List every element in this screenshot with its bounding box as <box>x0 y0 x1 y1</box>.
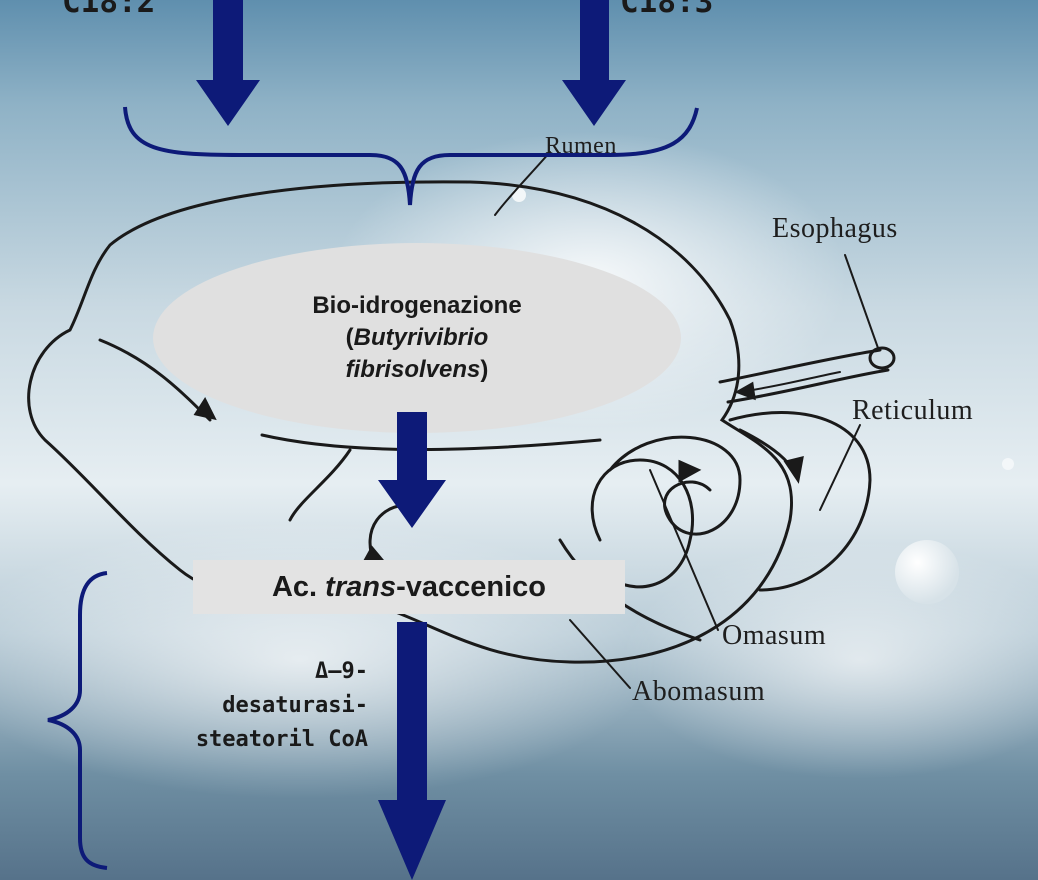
trans-vaccenic-acid-box: Ac. trans-vaccenico <box>193 560 625 614</box>
omasum-label: Omasum <box>722 620 826 652</box>
bacterium-genus: Butyrivibrio <box>354 324 489 351</box>
bacterium-species: fibrisolvens <box>346 356 481 383</box>
enzyme-line-1: Δ—9- <box>70 655 368 689</box>
paren-close: ) <box>480 356 488 383</box>
desaturase-enzyme-label: Δ—9- desaturasi- steatoril CoA <box>70 655 368 757</box>
bio-hydrogenation-label: Bio-idrogenazione (Butyrivibrio fibrisol… <box>153 243 681 433</box>
enzyme-line-2: desaturasi- <box>70 689 368 723</box>
enzyme-line-3: steatoril CoA <box>70 723 368 757</box>
bacterium-species-line: fibrisolvens) <box>346 354 489 386</box>
product-prefix: Ac. <box>272 571 325 604</box>
right-input-arrow <box>562 0 626 126</box>
esophagus-label: Esophagus <box>772 213 898 245</box>
reticulum-label: Reticulum <box>852 395 973 427</box>
product-suffix: -vaccenico <box>396 571 546 604</box>
final-output-arrow <box>378 622 446 880</box>
paren-open: ( <box>346 324 354 351</box>
product-italic: trans <box>325 571 396 604</box>
left-fatty-acid-label: C18:2 <box>62 0 155 20</box>
process-title: Bio-idrogenazione <box>312 290 521 322</box>
rumen-label: Rumen <box>545 133 617 160</box>
bacterium-genus-line: (Butyrivibrio <box>346 322 489 354</box>
right-fatty-acid-label: C18:3 <box>620 0 713 20</box>
abomasum-label: Abomasum <box>632 676 765 708</box>
left-input-arrow <box>196 0 260 126</box>
